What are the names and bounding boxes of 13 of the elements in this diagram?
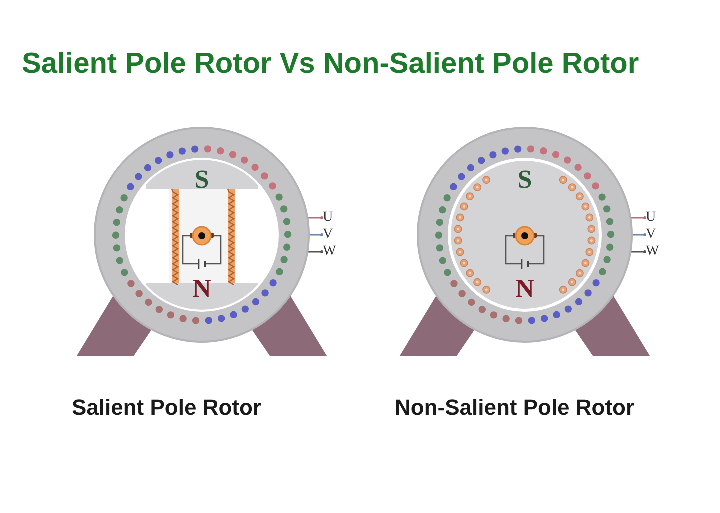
terminal-label: V (323, 228, 334, 242)
caption: Non-Salient Pole Rotor (395, 397, 635, 419)
title: Salient Pole Rotor Vs Non-Salient Pole Rotor (22, 50, 640, 79)
terminal-label: W (323, 245, 336, 259)
terminal-label: U (646, 211, 656, 225)
pole-letter: S (194, 167, 210, 193)
pole-letter: S (516, 167, 534, 193)
caption: Salient Pole Rotor (72, 397, 262, 419)
pole-letter: N (192, 276, 212, 302)
pole-letter: N (514, 276, 536, 302)
terminal-label: V (646, 228, 656, 242)
terminal-label: W (646, 245, 660, 259)
terminal-label: U (323, 211, 334, 225)
